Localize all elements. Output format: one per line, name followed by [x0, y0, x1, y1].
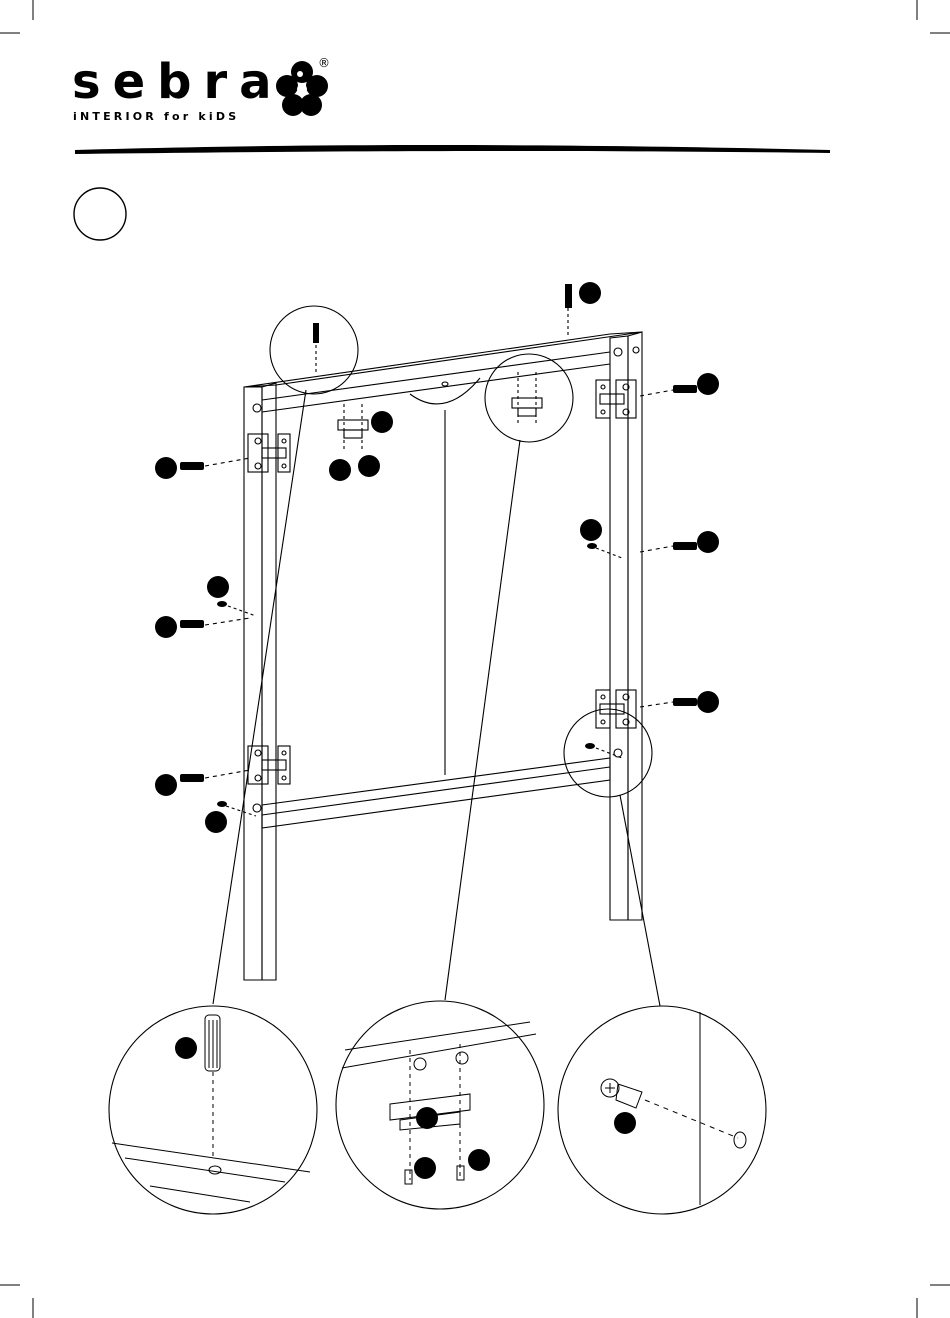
top-rail	[244, 332, 642, 412]
bracket-icon	[512, 372, 542, 425]
step-number-circle	[74, 188, 126, 240]
sebra-flower-logo	[276, 61, 328, 116]
part-callouts	[155, 282, 719, 833]
right-post	[610, 332, 642, 920]
detail-callout-dowel	[270, 306, 358, 394]
bolt-icon	[180, 385, 697, 782]
bracket-icon	[338, 404, 368, 452]
detail-dowel	[109, 1006, 317, 1214]
detail-bracket	[336, 1001, 544, 1209]
hinge-icon	[248, 434, 290, 472]
hinge-icon	[248, 746, 290, 784]
detail-cam-bolt	[558, 1006, 766, 1214]
dowel-icon	[313, 284, 572, 343]
bottom-rail	[262, 758, 610, 828]
header-rule	[75, 145, 830, 154]
hinge-icon	[596, 380, 636, 418]
